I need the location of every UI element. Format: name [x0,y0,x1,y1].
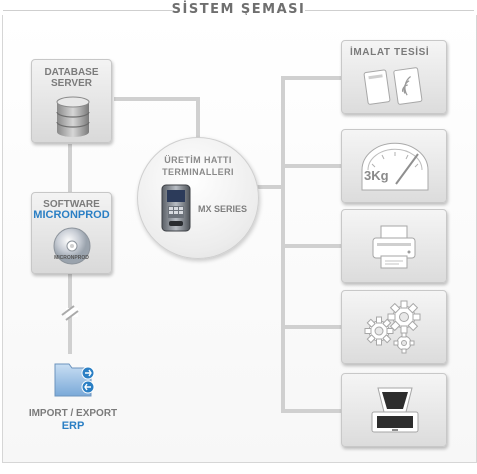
scale-gauge-icon [361,142,429,191]
title-rule-left [3,10,172,11]
software-label-line1: SOFTWARE [43,199,100,210]
line-break-mark [61,305,79,321]
cd-disc-icon [53,227,91,265]
folder-sync-icon [54,363,95,397]
connector-branch-3 [281,244,341,248]
terminal-label-line1: ÜRETİM HATTI [164,155,232,165]
production-facility-box[interactable]: İMALAT TESİSİ [341,40,447,114]
title-rule-right [305,10,474,11]
gears-icon [364,300,421,354]
database-label-line1: DATABASE [44,67,99,78]
rfid-card-icon [363,67,423,105]
connector-branch-1 [281,76,341,80]
connector-db-terminal [114,97,200,101]
database-server-box[interactable]: DATABASE SERVER [31,59,112,143]
connector-terminal-bus [256,185,283,189]
connector-terminal-vertical [196,97,200,139]
production-facility-label: İMALAT TESİSİ [350,47,430,58]
connector-branch-5 [281,409,341,413]
scanner-box[interactable] [341,373,447,447]
terminal-model-label: MX SERIES [198,204,248,214]
erp-label-line1: IMPORT / EXPORT [28,408,118,419]
machinery-box[interactable] [341,290,447,364]
connector-branch-4 [281,325,341,329]
diagram-title: SİSTEM ŞEMASI [171,2,306,17]
software-box[interactable]: SOFTWARE MICRONPROD MICRONPROD [31,192,112,274]
printer-icon [372,225,416,269]
database-label-line2: SERVER [51,78,92,89]
database-icon [56,96,90,137]
scale-box[interactable]: 3Kg [341,129,447,203]
production-terminal-node[interactable]: ÜRETİM HATTI TERMINALLERI MX SERIES [137,137,259,259]
scale-weight-label: 3Kg [364,168,389,183]
scanner-icon [371,387,419,433]
disc-brand-label: MICRONPROD [54,255,89,261]
connector-branch-2 [281,164,341,168]
erp-label-line2: ERP [61,420,85,432]
terminal-label-line2: TERMINALLERI [162,167,234,177]
connector-db-software [68,144,72,194]
printer-box[interactable] [341,209,447,283]
software-label-line2: MICRONPROD [33,209,110,221]
terminal-device-icon [161,184,191,232]
